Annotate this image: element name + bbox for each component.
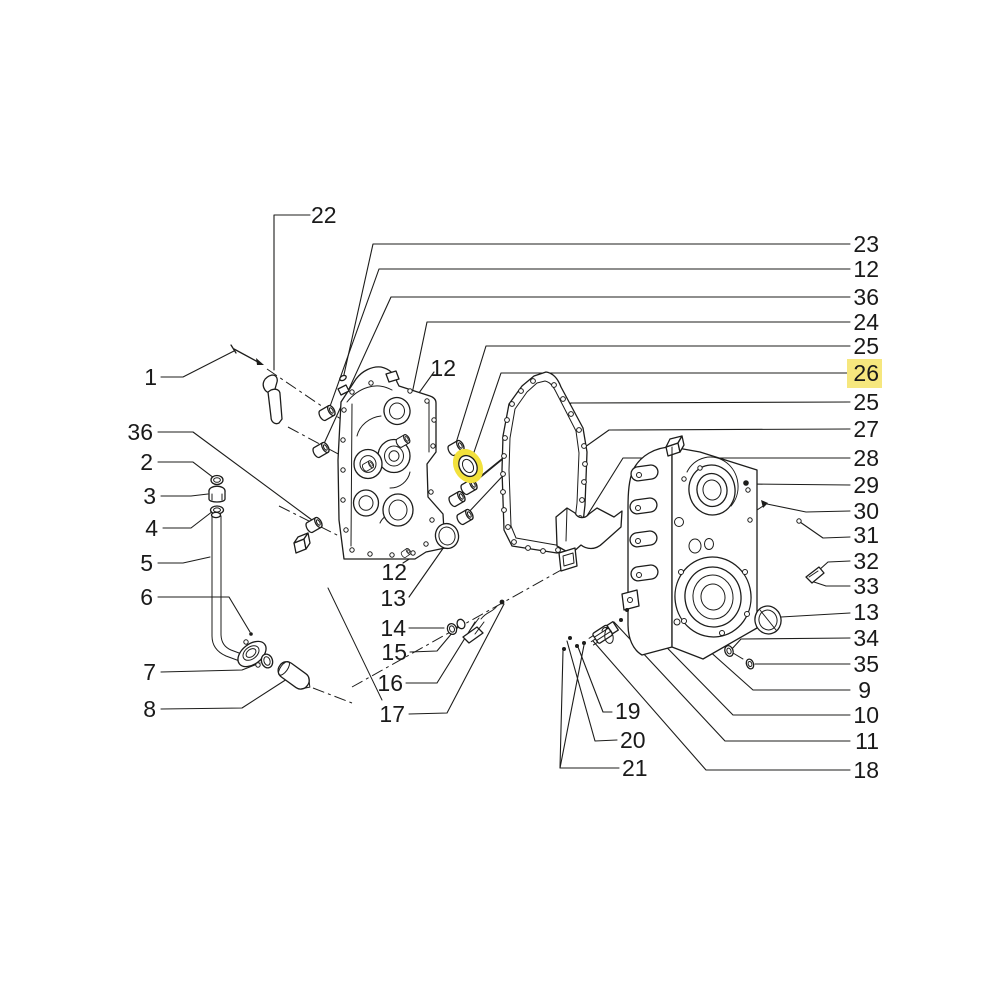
callout-label-25-5[interactable]: 25 — [853, 333, 879, 359]
callout-label-7-29[interactable]: 7 — [143, 659, 156, 685]
callout-label-16-36[interactable]: 16 — [377, 670, 403, 696]
shift-lever-22 — [262, 374, 283, 425]
plate-32-33 — [805, 566, 825, 584]
drain-plug-8 — [277, 661, 311, 690]
breather-assembly — [208, 474, 226, 515]
callout-label-12-2[interactable]: 12 — [853, 256, 879, 282]
callout-label-33-14[interactable]: 33 — [853, 573, 879, 599]
washer-15 — [456, 618, 466, 630]
oring-35 — [745, 658, 755, 670]
small-block — [293, 532, 311, 554]
callout-label-34-16[interactable]: 34 — [853, 625, 879, 651]
pin-part-1 — [230, 344, 264, 365]
sensor-16 — [462, 599, 505, 644]
callout-highlight-box — [847, 359, 882, 388]
side-face-lugs — [621, 464, 659, 611]
oil-sensor-assembly — [446, 599, 505, 644]
callout-label-32-13[interactable]: 32 — [853, 548, 879, 574]
callout-label-23-1[interactable]: 23 — [853, 231, 879, 257]
seal-ring-right-13 — [754, 605, 782, 635]
callout-label-8-30[interactable]: 8 — [143, 696, 156, 722]
callout-label-4-26[interactable]: 4 — [145, 515, 158, 541]
bolt-29 — [743, 480, 749, 486]
callout-label-17-37[interactable]: 17 — [379, 701, 405, 727]
baffle-bracket — [555, 507, 623, 572]
right-housing — [621, 435, 758, 660]
callout-label-1-22[interactable]: 1 — [144, 364, 157, 390]
callout-label-15-35[interactable]: 15 — [381, 639, 407, 665]
mounting-bolts-19-20-21 — [562, 636, 586, 651]
callout-label-27-8[interactable]: 27 — [853, 416, 879, 442]
switch-assembly — [562, 608, 629, 651]
dipstick-tube-5 — [210, 511, 267, 668]
tube-flange — [237, 639, 267, 668]
callout-labels: 2223123624252625272829303132331334359101… — [127, 202, 882, 783]
callout-label-2-24[interactable]: 2 — [140, 449, 153, 475]
callout-label-18-21[interactable]: 18 — [853, 757, 879, 783]
callout-label-31-12[interactable]: 31 — [853, 522, 879, 548]
callout-label-14-34[interactable]: 14 — [380, 615, 406, 641]
callout-label-12-31[interactable]: 12 — [430, 355, 456, 381]
oring-34 — [724, 645, 734, 657]
front-face-holes — [671, 446, 753, 648]
cable-end-17 — [499, 599, 505, 605]
callout-label-24-4[interactable]: 24 — [853, 309, 879, 335]
housing-side-lug — [337, 384, 350, 396]
washer-31 — [796, 518, 802, 524]
callout-label-12-32[interactable]: 12 — [381, 559, 407, 585]
callout-label-6-28[interactable]: 6 — [140, 584, 153, 610]
housing-bores — [352, 396, 414, 527]
callout-label-19-38[interactable]: 19 — [615, 698, 641, 724]
callout-label-29-10[interactable]: 29 — [853, 472, 879, 498]
callout-label-36-3[interactable]: 36 — [853, 284, 879, 310]
callout-label-13-33[interactable]: 13 — [380, 585, 406, 611]
upper-bore — [686, 456, 739, 516]
housing-bolt-holes — [340, 380, 437, 558]
callout-label-35-17[interactable]: 35 — [853, 651, 879, 677]
bolt-6 — [249, 632, 253, 636]
callout-label-5-27[interactable]: 5 — [140, 550, 153, 576]
housing-top-lug — [385, 370, 400, 383]
left-housing — [293, 366, 446, 560]
cap-3 — [208, 485, 226, 503]
right-side-small-parts — [724, 480, 825, 670]
dowel-pin-23 — [339, 374, 347, 382]
lower-bore — [674, 556, 752, 638]
callout-label-21-40[interactable]: 21 — [622, 755, 648, 781]
callout-label-25-7[interactable]: 25 — [853, 389, 879, 415]
callout-label-22-0[interactable]: 22 — [311, 202, 337, 228]
callout-label-30-11[interactable]: 30 — [853, 498, 879, 524]
projection-line — [327, 587, 383, 701]
seal-ring-left — [434, 522, 460, 550]
bolt-30 — [761, 500, 768, 508]
callout-label-11-20[interactable]: 11 — [855, 728, 879, 754]
callout-label-28-9[interactable]: 28 — [853, 445, 879, 471]
callout-label-20-39[interactable]: 20 — [620, 727, 646, 753]
oring-7 — [260, 653, 274, 669]
callout-label-10-19[interactable]: 10 — [853, 702, 879, 728]
callout-label-26-6[interactable]: 26 — [853, 360, 879, 386]
highlighted-seal-ring — [452, 448, 484, 484]
oring-2 — [210, 474, 224, 486]
callout-label-13-15[interactable]: 13 — [853, 599, 879, 625]
callout-label-36-23[interactable]: 36 — [127, 419, 153, 445]
callout-label-9-18[interactable]: 9 — [858, 677, 871, 703]
gasket — [500, 371, 588, 554]
callout-label-3-25[interactable]: 3 — [143, 483, 156, 509]
